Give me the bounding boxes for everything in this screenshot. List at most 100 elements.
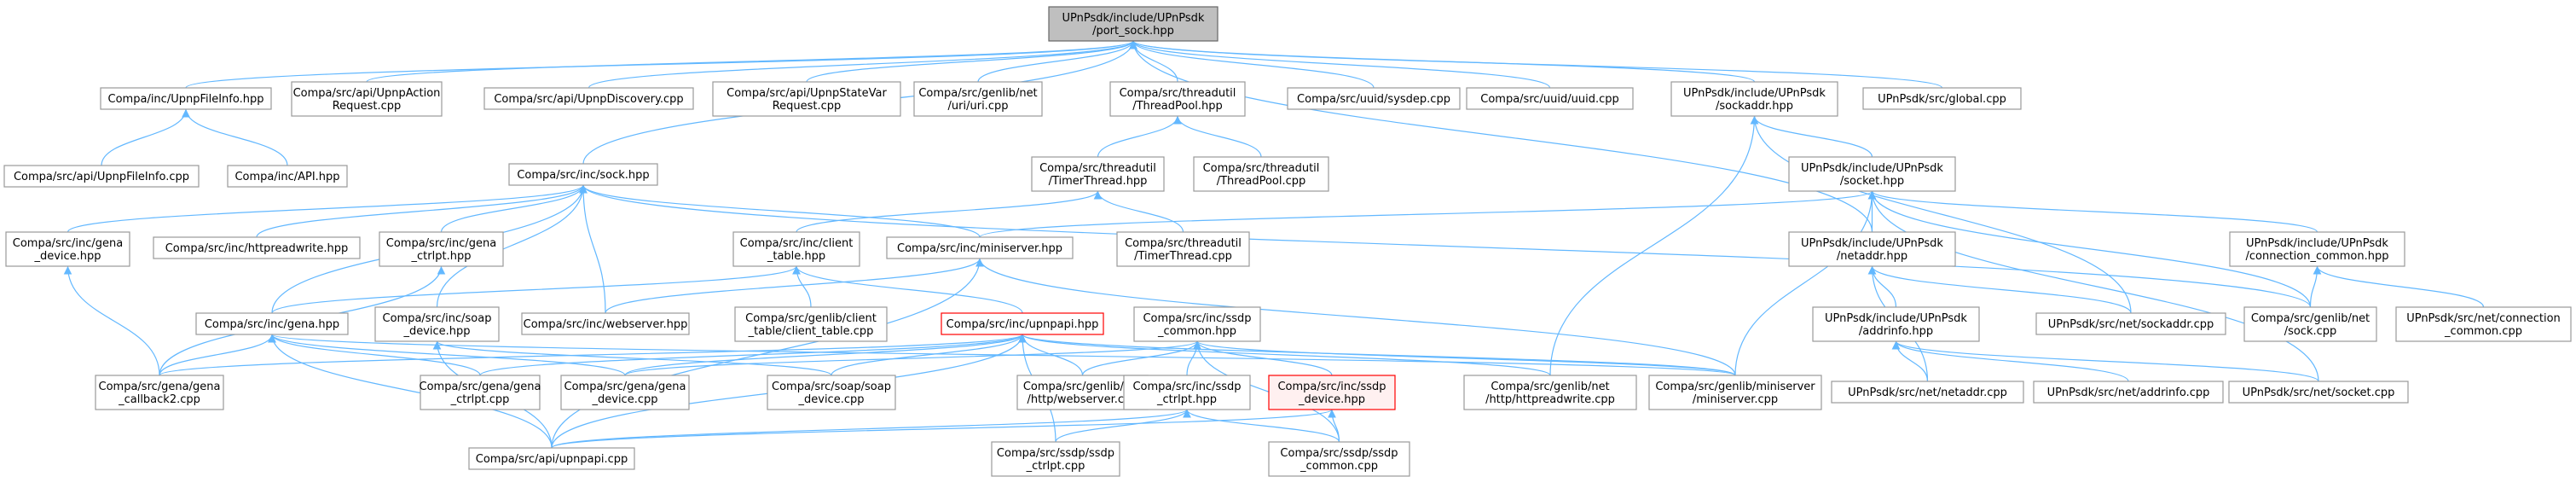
file-node[interactable]: Compa/src/uuid/uuid.cpp bbox=[1466, 87, 1634, 110]
file-node[interactable]: Compa/src/inc/ssdp_ctrlpt.hpp bbox=[1123, 375, 1251, 410]
file-node[interactable]: Compa/src/inc/gena.hpp bbox=[195, 312, 349, 335]
file-node[interactable]: UPnPsdk/src/global.cpp bbox=[1862, 87, 2022, 110]
file-node[interactable]: UPnPsdk/include/UPnPsdk/connection_commo… bbox=[2229, 231, 2405, 267]
file-node-label: Compa/src/inc/soap bbox=[383, 312, 492, 325]
file-node-label: Compa/src/genlib/net bbox=[2251, 312, 2370, 325]
file-node-box bbox=[734, 306, 888, 342]
file-node-label: UPnPsdk/include/UPnPsdk bbox=[1062, 12, 1205, 25]
dependency-edge bbox=[63, 265, 160, 376]
file-node[interactable]: UPnPsdk/include/UPnPsdk/netaddr.hpp bbox=[1788, 231, 1956, 267]
file-node[interactable]: Compa/src/threadutil/ThreadPool.hpp bbox=[1109, 81, 1246, 117]
dependency-edge bbox=[1183, 409, 1340, 443]
file-node-label: Compa/src/threadutil bbox=[1125, 237, 1242, 250]
file-node[interactable]: UPnPsdk/src/net/netaddr.cpp bbox=[1831, 381, 2024, 404]
file-node[interactable]: Compa/src/inc/webserver.hpp bbox=[521, 312, 690, 335]
file-node-label: _common.cpp bbox=[2444, 325, 2522, 338]
dependency-edge bbox=[182, 108, 288, 166]
file-node-label: _table.hpp bbox=[767, 250, 825, 263]
file-node-label: Compa/src/inc/sock.hpp bbox=[517, 169, 649, 182]
file-node-label: Compa/src/inc/gena bbox=[386, 237, 497, 250]
dependency-edge bbox=[579, 184, 606, 314]
file-node-label: _device.cpp bbox=[798, 393, 865, 406]
file-node[interactable]: Compa/src/gena/gena_callback2.cpp bbox=[95, 375, 224, 410]
file-node[interactable]: UPnPsdk/src/net/addrinfo.cpp bbox=[2033, 381, 2224, 404]
file-node[interactable]: Compa/src/ssdp/ssdp_common.cpp bbox=[1268, 441, 1410, 477]
file-node[interactable]: Compa/src/inc/client_table.hpp bbox=[732, 231, 860, 267]
file-node[interactable]: Compa/src/inc/sock.hpp bbox=[508, 163, 658, 186]
dependency-edge bbox=[432, 340, 832, 376]
file-node-box bbox=[5, 231, 130, 267]
file-node[interactable]: Compa/src/ssdp/ssdp_ctrlpt.cpp bbox=[991, 441, 1120, 477]
file-node[interactable]: Compa/src/api/upnpapi.cpp bbox=[468, 447, 635, 470]
file-node[interactable]: Compa/src/inc/upnpapi.hpp bbox=[941, 312, 1104, 335]
dependency-edge bbox=[1891, 340, 2129, 382]
file-node[interactable]: UPnPsdk/src/net/sockaddr.cpp bbox=[2035, 312, 2226, 335]
dependency-edge bbox=[624, 340, 1201, 376]
file-node-box bbox=[379, 231, 504, 267]
file-node-box bbox=[1133, 306, 1261, 342]
file-node-box bbox=[374, 306, 500, 342]
file-node[interactable]: Compa/src/inc/gena_device.hpp bbox=[5, 231, 130, 267]
file-node-box bbox=[1048, 6, 1219, 42]
file-node-box bbox=[712, 81, 901, 117]
file-node[interactable]: Compa/src/threadutil/ThreadPool.cpp bbox=[1193, 156, 1329, 192]
file-node[interactable]: UPnPsdk/include/UPnPsdk/port_sock.hpp bbox=[1048, 6, 1219, 42]
file-node[interactable]: Compa/src/inc/ssdp_common.hpp bbox=[1133, 306, 1261, 342]
file-node[interactable]: Compa/src/gena/gena_device.cpp bbox=[560, 375, 690, 410]
file-node-box bbox=[2228, 381, 2409, 404]
file-node[interactable]: Compa/src/genlib/net/uri/uri.cpp bbox=[913, 81, 1043, 117]
file-node[interactable]: Compa/src/gena/gena_ctrlpt.cpp bbox=[420, 375, 541, 410]
file-node[interactable]: Compa/src/inc/miniserver.hpp bbox=[886, 236, 1074, 259]
file-node-label: _device.hpp bbox=[402, 325, 470, 338]
file-node[interactable]: UPnPsdk/include/UPnPsdk/sockaddr.hpp bbox=[1670, 81, 1838, 117]
file-node[interactable]: Compa/src/inc/ssdp_device.hpp bbox=[1268, 375, 1396, 410]
file-node-label: Compa/src/api/UpnpFileInfo.cpp bbox=[14, 171, 189, 183]
file-node-label: /http/httpreadwrite.cpp bbox=[1485, 393, 1615, 406]
file-node-box bbox=[1031, 156, 1165, 192]
file-node[interactable]: Compa/src/genlib/client_table/client_tab… bbox=[734, 306, 888, 342]
dependency-edge bbox=[1097, 115, 1182, 158]
file-node-label: Compa/src/gena/gena bbox=[420, 381, 541, 393]
file-node-label: UPnPsdk/include/UPnPsdk bbox=[1801, 162, 1943, 175]
file-node[interactable]: Compa/inc/API.hpp bbox=[227, 165, 348, 188]
file-node[interactable]: Compa/src/uuid/sysdep.cpp bbox=[1287, 87, 1461, 110]
dependency-edge bbox=[1129, 40, 1551, 89]
file-node[interactable]: Compa/src/genlib/net/sock.cpp bbox=[2243, 306, 2377, 342]
file-node-box bbox=[508, 163, 658, 186]
file-node-label: Compa/src/ssdp/ssdp bbox=[997, 447, 1114, 460]
file-node[interactable]: Compa/src/api/UpnpFileInfo.cpp bbox=[3, 165, 200, 188]
file-node[interactable]: UPnPsdk/src/net/connection_common.cpp bbox=[2395, 306, 2572, 342]
file-node-label: UPnPsdk/include/UPnPsdk bbox=[1683, 87, 1826, 100]
file-node[interactable]: Compa/src/threadutil/TimerThread.hpp bbox=[1031, 156, 1165, 192]
file-node-box bbox=[483, 87, 694, 110]
file-node[interactable]: Compa/src/inc/httpreadwrite.hpp bbox=[153, 236, 361, 259]
file-node[interactable]: Compa/src/inc/soap_device.hpp bbox=[374, 306, 500, 342]
dependency-edge bbox=[1193, 340, 1736, 376]
dependency-edge bbox=[1867, 190, 2312, 308]
file-node-label: UPnPsdk/src/net/sockaddr.cpp bbox=[2048, 318, 2214, 331]
file-node[interactable]: Compa/src/genlib/net/http/httpreadwrite.… bbox=[1463, 375, 1637, 410]
file-node[interactable]: Compa/src/api/UpnpDiscovery.cpp bbox=[483, 87, 694, 110]
file-node[interactable]: Compa/src/genlib/miniserver/miniserver.c… bbox=[1648, 375, 1822, 410]
file-node[interactable]: UPnPsdk/include/UPnPsdk/addrinfo.hpp bbox=[1812, 306, 1980, 342]
dependency-edge bbox=[159, 334, 276, 376]
dependency-edge bbox=[1750, 115, 2132, 314]
dependency-edge bbox=[1891, 340, 2319, 382]
file-node-box bbox=[732, 231, 860, 267]
file-node-label: /uri/uri.cpp bbox=[948, 100, 1009, 113]
file-node-label: Compa/src/inc/ssdp bbox=[1143, 312, 1251, 325]
file-node-label: Compa/src/inc/gena bbox=[13, 237, 124, 250]
file-node-box bbox=[95, 375, 224, 410]
file-node[interactable]: Compa/src/threadutil/TimerThread.cpp bbox=[1116, 231, 1250, 267]
dependency-edge bbox=[479, 334, 1027, 376]
file-node[interactable]: Compa/src/inc/gena_ctrlpt.hpp bbox=[379, 231, 504, 267]
file-node[interactable]: Compa/inc/UpnpFileInfo.hpp bbox=[100, 87, 272, 110]
file-node-label: Compa/src/uuid/uuid.cpp bbox=[1480, 93, 1619, 106]
file-node[interactable]: UPnPsdk/src/net/socket.cpp bbox=[2228, 381, 2409, 404]
file-node[interactable]: Compa/src/soap/soap_device.cpp bbox=[767, 375, 896, 410]
file-node[interactable]: UPnPsdk/include/UPnPsdk/socket.hpp bbox=[1788, 156, 1956, 192]
file-node-label: UPnPsdk/include/UPnPsdk bbox=[1801, 237, 1943, 250]
dependency-edge bbox=[1193, 340, 1333, 376]
